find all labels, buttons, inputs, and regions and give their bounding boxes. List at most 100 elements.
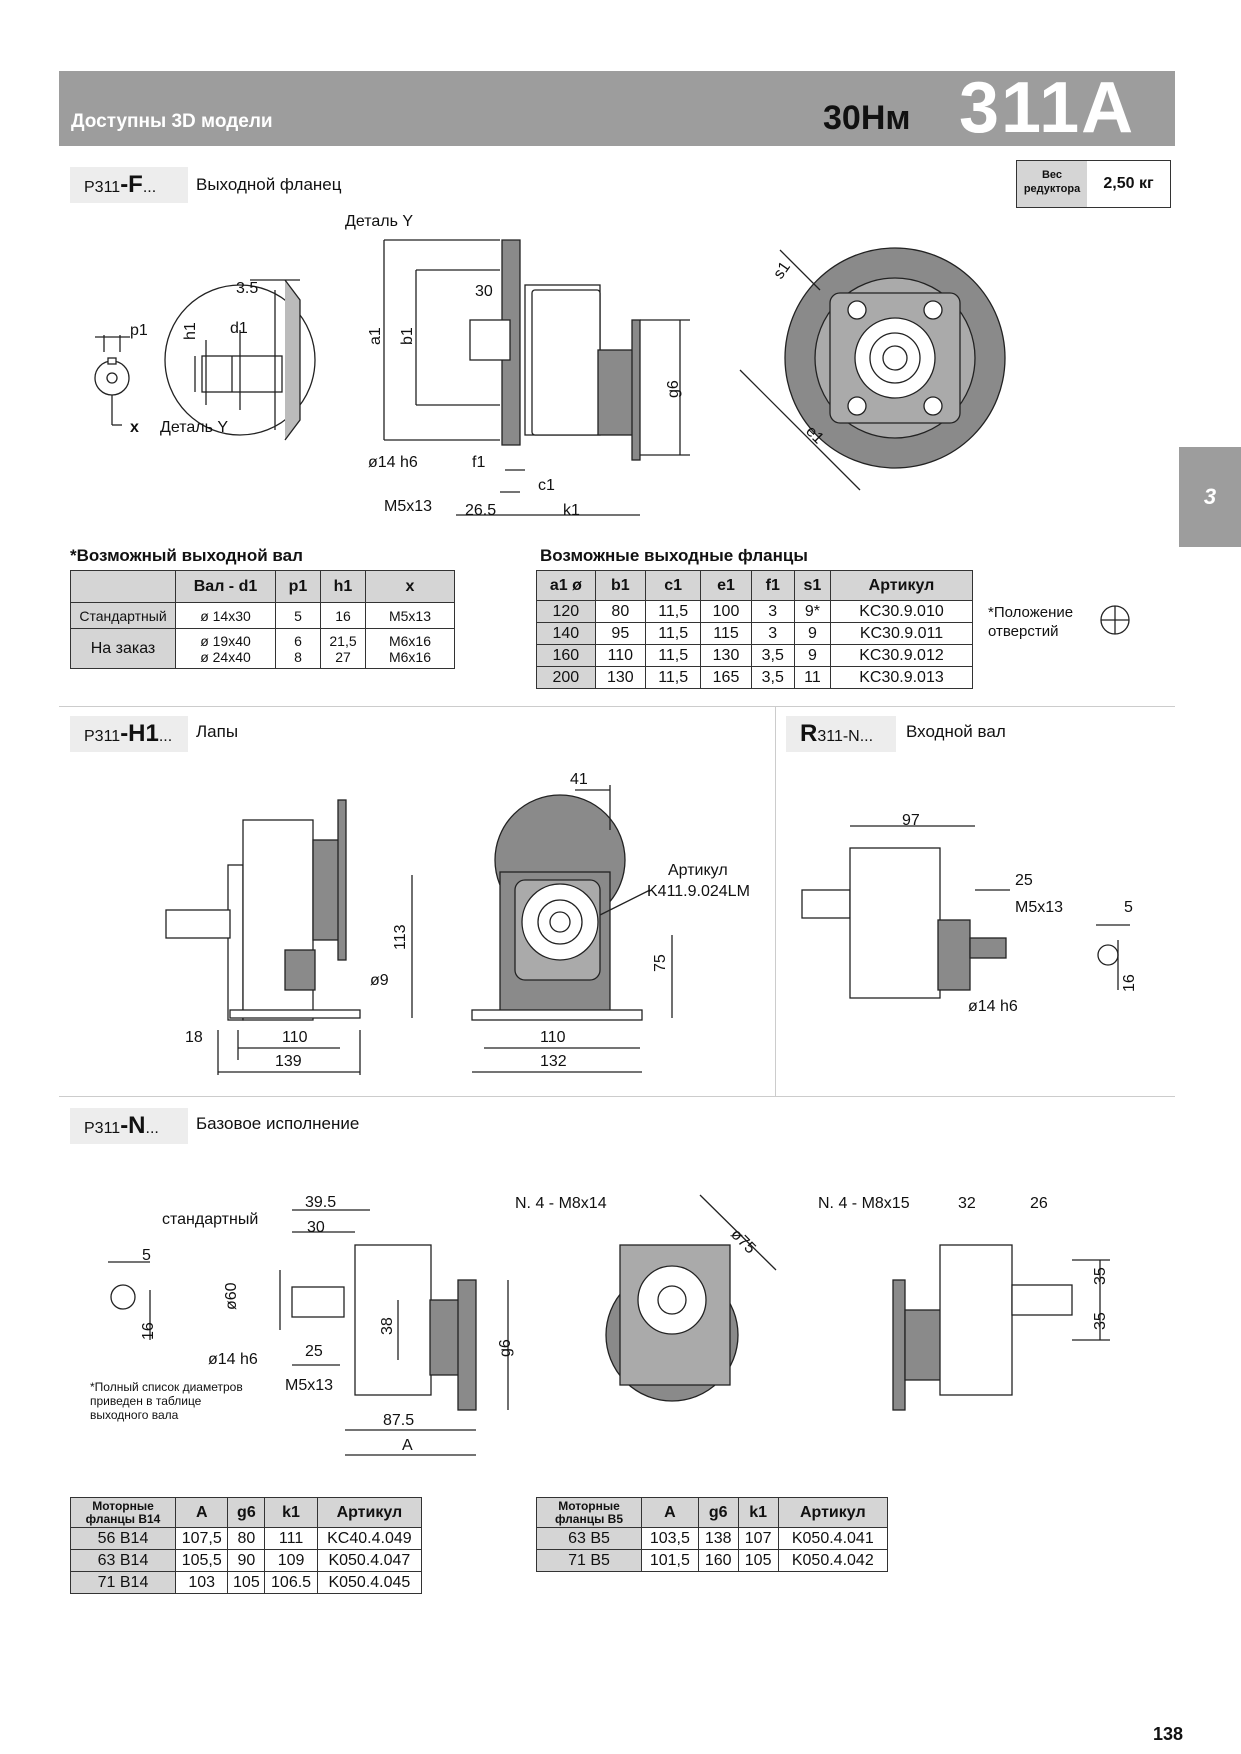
column-header: b1 bbox=[594, 570, 646, 601]
label-h1-110a: 110 bbox=[282, 1029, 308, 1046]
table-cell: 11,5 bbox=[644, 622, 702, 645]
table-cell: 71 B5 bbox=[536, 1549, 642, 1572]
shaft-header-0 bbox=[70, 570, 176, 603]
label-3-5: 3.5 bbox=[236, 280, 258, 297]
cell-line: ø 19x40 bbox=[200, 632, 251, 649]
table-cell: 90 bbox=[227, 1549, 266, 1572]
divider bbox=[59, 1096, 1175, 1097]
column-header: c1 bbox=[644, 570, 702, 601]
code-suffix: 311-N... bbox=[817, 728, 874, 745]
label-n-87-5: 87.5 bbox=[383, 1412, 414, 1429]
label-h1-d9: ø9 bbox=[370, 972, 389, 989]
label-n-30: 30 bbox=[307, 1219, 325, 1236]
label-n-26: 26 bbox=[1030, 1195, 1048, 1212]
code-main: -F bbox=[120, 171, 143, 198]
label-h1-18: 18 bbox=[185, 1029, 203, 1046]
table-cell: 105,5 bbox=[174, 1549, 229, 1572]
table-cell: 115 bbox=[700, 622, 752, 645]
table-cell: 105 bbox=[737, 1549, 779, 1572]
label-n-d14h6: ø14 h6 bbox=[208, 1351, 258, 1368]
divider bbox=[59, 706, 1175, 707]
code-suffix: ... bbox=[142, 179, 157, 196]
table-cell: 160 bbox=[697, 1549, 739, 1572]
shaft-header-2: p1 bbox=[275, 570, 321, 603]
table-row: Стандартный ø 14x30 5 16 M5x13 bbox=[70, 602, 455, 629]
table-cell: 165 bbox=[700, 666, 752, 689]
shaft-section-circle bbox=[94, 360, 130, 396]
label-artikul: Артикул bbox=[668, 862, 728, 879]
n-note: *Полный список диаметров приведен в табл… bbox=[90, 1380, 243, 1422]
cell-line: 27 bbox=[335, 648, 351, 665]
shaft-row-name: Стандартный bbox=[70, 602, 176, 629]
shaft-table-title: *Возможный выходной вал bbox=[70, 546, 303, 565]
table-cell: 11,5 bbox=[644, 644, 702, 667]
label-artikul-code: K411.9.024LM bbox=[647, 883, 750, 900]
label-detail-y-bottom: Деталь Y bbox=[160, 419, 228, 436]
header-subtitle: Доступны 3D модели bbox=[71, 111, 273, 132]
label-r-16: 16 bbox=[1121, 974, 1138, 992]
label-n-35a: 35 bbox=[1092, 1267, 1109, 1285]
table-cell: 101,5 bbox=[641, 1549, 699, 1572]
section-code-n: P311-N... bbox=[70, 1108, 188, 1144]
shaft-cell: 5 bbox=[275, 602, 321, 629]
section-label-h1: Лапы bbox=[196, 722, 239, 741]
label-n-A: A bbox=[402, 1437, 413, 1454]
column-header: e1 bbox=[700, 570, 752, 601]
column-header: a1 ø bbox=[536, 570, 596, 601]
shaft-row-name: На заказ bbox=[70, 628, 176, 669]
label-h1: h1 bbox=[182, 322, 199, 340]
table-cell: 11,5 bbox=[644, 666, 702, 689]
table-cell: 9 bbox=[793, 644, 831, 667]
label-h1-113: 113 bbox=[392, 924, 409, 950]
label-b1: b1 bbox=[399, 327, 416, 345]
label-k1: k1 bbox=[563, 502, 580, 519]
label-n-standard: стандартный bbox=[162, 1211, 258, 1228]
table-cell: 138 bbox=[697, 1527, 739, 1550]
label-n-d60: ø60 bbox=[223, 1282, 240, 1310]
column-header: Артикул bbox=[777, 1497, 889, 1528]
table-cell: 109 bbox=[264, 1549, 318, 1572]
label-h1-41: 41 bbox=[570, 771, 588, 788]
table-cell: K050.4.047 bbox=[316, 1549, 423, 1572]
column-header: g6 bbox=[697, 1497, 739, 1528]
shaft-table: Вал - d1 p1 h1 x Стандартный ø 14x30 5 1… bbox=[70, 570, 455, 669]
cell-line: ø 24x40 bbox=[200, 648, 251, 665]
table-cell: 107,5 bbox=[174, 1527, 229, 1550]
table-cell: 140 bbox=[536, 622, 596, 645]
table-cell: 11,5 bbox=[644, 600, 702, 623]
label-r-m5x13: M5x13 bbox=[1015, 899, 1063, 916]
table-cell: K050.4.045 bbox=[316, 1571, 423, 1594]
label-n-25: 25 bbox=[305, 1343, 323, 1360]
header-model: 311A bbox=[959, 68, 1136, 148]
table-cell: K050.4.042 bbox=[777, 1549, 889, 1572]
label-r-d14h6: ø14 h6 bbox=[968, 998, 1018, 1015]
label-n-32: 32 bbox=[958, 1195, 976, 1212]
label-n-35b: 35 bbox=[1092, 1312, 1109, 1330]
label-r-5: 5 bbox=[1124, 899, 1133, 916]
table-cell: KC30.9.010 bbox=[829, 600, 974, 623]
section-code-f: P311-F... bbox=[70, 167, 188, 203]
label-g6: g6 bbox=[665, 380, 682, 398]
table-cell: 105 bbox=[227, 1571, 266, 1594]
column-header: k1 bbox=[264, 1497, 318, 1528]
section-label-f: Выходной фланец bbox=[196, 175, 342, 194]
column-header: Моторные фланцы B14 bbox=[70, 1497, 176, 1528]
flange-note: *Положение отверстий bbox=[988, 604, 1074, 640]
label-d1: d1 bbox=[230, 320, 248, 337]
label-n-g6: g6 bbox=[497, 1339, 514, 1357]
shaft-cell: ø 14x30 bbox=[175, 602, 276, 629]
column-header: s1 bbox=[793, 570, 831, 601]
weight-label-2: редуктора bbox=[1023, 183, 1081, 195]
